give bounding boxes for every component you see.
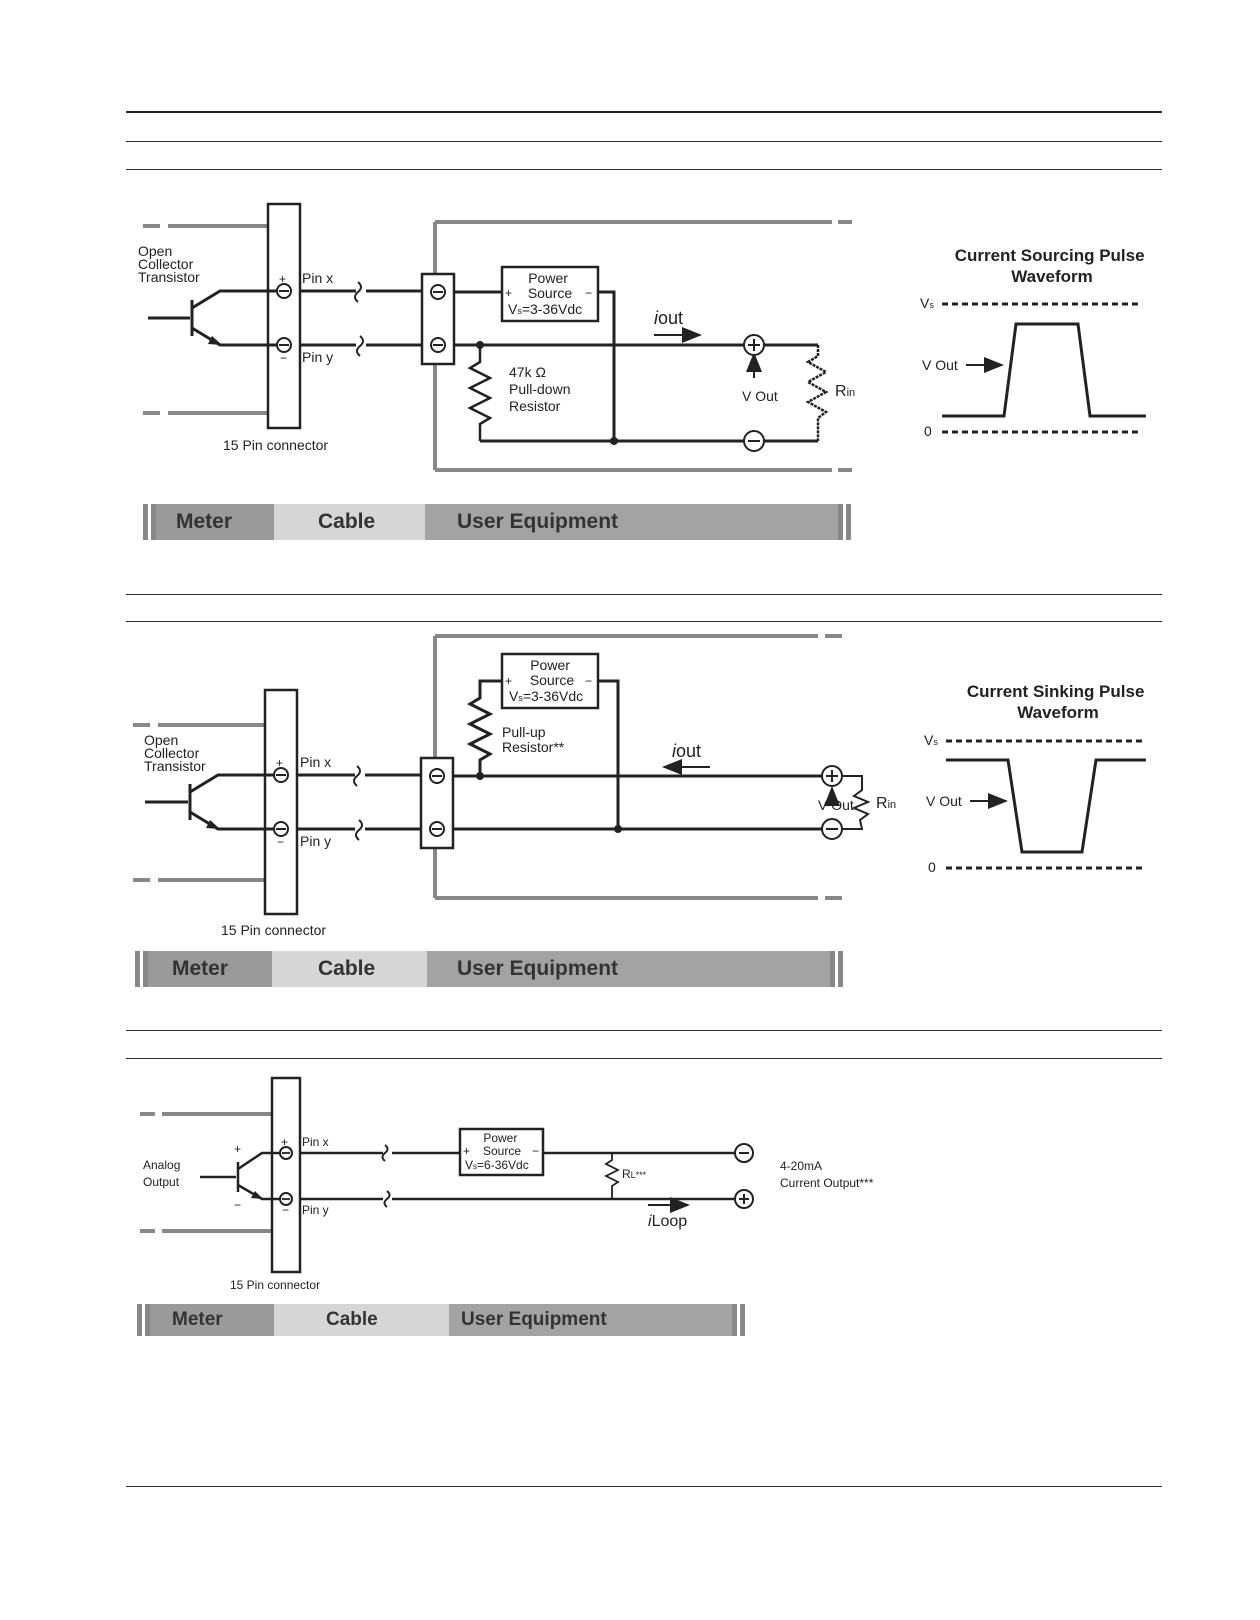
zero-level-1: 0	[924, 423, 932, 439]
connector-15pin-1	[266, 202, 302, 430]
connector-15pin-2	[263, 688, 299, 916]
terminal-pin-x-1: +	[276, 272, 292, 299]
iloop-label: iLoop	[648, 1213, 687, 1230]
section3-rule-b	[126, 1058, 1162, 1059]
ps-minus-2: −	[585, 674, 592, 688]
vout-plus-terminal-2	[821, 765, 843, 787]
analog-output-label: Analog Output	[143, 1158, 184, 1189]
terminal-plus-2: +	[276, 756, 283, 770]
top-rule	[126, 111, 1162, 113]
output-minus-terminal	[734, 1143, 754, 1163]
power-source-3	[458, 1127, 545, 1177]
ps-minus-3: −	[532, 1144, 539, 1158]
legend-cable-3: Cable	[274, 1304, 449, 1336]
legend-meter-3: Meter	[150, 1304, 274, 1336]
terminal-minus-3: −	[282, 1203, 289, 1217]
transistor-1	[148, 289, 277, 347]
connector-label-1: 15 Pin connector	[223, 437, 328, 453]
vout-minus-terminal-2	[821, 818, 843, 840]
ps-plus-1: +	[505, 286, 512, 300]
pullup-resistor-label: Pull-up Resistor**	[502, 724, 565, 755]
transistor-2	[145, 773, 274, 831]
bottom-rule	[126, 1486, 1162, 1487]
pin-x-label-2: Pin x	[300, 754, 331, 770]
vs-level-1: Vs	[920, 295, 934, 311]
diagram-current-sourcing: + − Open Collector Transistor Pin x Pin …	[138, 202, 1150, 472]
analog-plus: +	[234, 1142, 241, 1156]
legend-user-equipment-2: User Equipment	[427, 951, 830, 987]
vout-label-1: V Out	[742, 388, 778, 404]
vout-minus-terminal-1	[743, 430, 765, 452]
rin-label-2: Rin	[876, 795, 896, 812]
ps-minus-1: −	[585, 286, 592, 300]
diagram-analog-output: + − + − Analog Output Pin x Pin y 15 Pin…	[140, 1076, 874, 1292]
open-collector-label-1: Open Collector Transistor	[138, 243, 200, 285]
vs-level-2: Vs	[924, 732, 938, 748]
power-source-label-1: Power Source	[528, 270, 573, 301]
pin-x-label-1: Pin x	[302, 270, 333, 286]
legend-cable-1: Cable	[274, 504, 425, 540]
legend-meter-1: Meter	[156, 504, 274, 540]
terminal-plus-1: +	[279, 272, 286, 286]
section2-rule-b	[126, 621, 1162, 622]
pin-y-label-1: Pin y	[302, 349, 333, 365]
terminal-minus-1: −	[280, 351, 287, 365]
vs-range-2: Vs=3-36Vdc	[509, 688, 583, 704]
terminal-minus-2: −	[277, 835, 284, 849]
vs-range-1: Vs=3-36Vdc	[508, 301, 582, 317]
power-source-1	[500, 265, 600, 323]
connector-15pin-3	[270, 1076, 302, 1274]
pin-x-label-3: Pin x	[302, 1135, 329, 1149]
section1-rule-b	[126, 169, 1162, 170]
waveform-title-2: Current Sinking Pulse Waveform	[967, 682, 1149, 722]
power-source-label-3: Power Source	[483, 1131, 521, 1158]
diagram-current-sinking: + − Open Collector Transistor Pin x Pin …	[133, 634, 1149, 938]
legend-bar-2: Meter Cable User Equipment	[135, 951, 843, 987]
output-plus-terminal	[734, 1189, 754, 1209]
section3-rule-a	[126, 1030, 1162, 1031]
analog-minus: −	[234, 1198, 241, 1212]
rl-label: RL***	[622, 1167, 647, 1181]
user-equipment-frame-2	[433, 634, 842, 900]
rin-label-1: Rin	[835, 383, 855, 400]
vout-plus-terminal-1	[743, 334, 765, 356]
legend-bar-1: Meter Cable User Equipment	[143, 504, 851, 540]
sinking-pulse-wave	[946, 758, 1146, 854]
sourcing-pulse-wave	[942, 322, 1146, 418]
iout-label-1: iout	[654, 308, 683, 328]
iout-label-2: iout	[672, 741, 701, 761]
legend-user-equipment-3: User Equipment	[449, 1304, 732, 1336]
legend-bar-3: Meter Cable User Equipment	[137, 1304, 745, 1336]
power-source-label-2: Power Source	[530, 657, 575, 688]
legend-meter-2: Meter	[148, 951, 272, 987]
pin-y-label-3: Pin y	[302, 1203, 329, 1217]
open-collector-label-2: Open Collector Transistor	[144, 732, 206, 774]
section1-rule-a	[126, 141, 1162, 142]
waveform-vout-1: V Out	[922, 357, 958, 373]
pulldown-resistor-label: 47k Ω Pull-down Resistor	[509, 364, 574, 414]
vs-range-3: Vs=6-36Vdc	[465, 1158, 529, 1172]
current-output-label: 4-20mA Current Output***	[780, 1159, 874, 1190]
legend-cable-2: Cable	[272, 951, 427, 987]
zero-level-2: 0	[928, 859, 936, 875]
section2-rule-a	[126, 594, 1162, 595]
pin-y-label-2: Pin y	[300, 833, 331, 849]
ps-plus-2: +	[505, 674, 512, 688]
transistor-3	[200, 1151, 280, 1201]
waveform-title-1: Current Sourcing Pulse Waveform	[955, 246, 1150, 286]
waveform-vout-2: V Out	[926, 793, 962, 809]
legend-user-equipment-1: User Equipment	[425, 504, 838, 540]
vout-label-2: V Out	[818, 797, 854, 813]
connector-label-3: 15 Pin connector	[230, 1278, 320, 1292]
connector-label-2: 15 Pin connector	[221, 922, 326, 938]
terminal-plus-3: +	[281, 1135, 288, 1149]
ps-plus-3: +	[463, 1144, 470, 1158]
